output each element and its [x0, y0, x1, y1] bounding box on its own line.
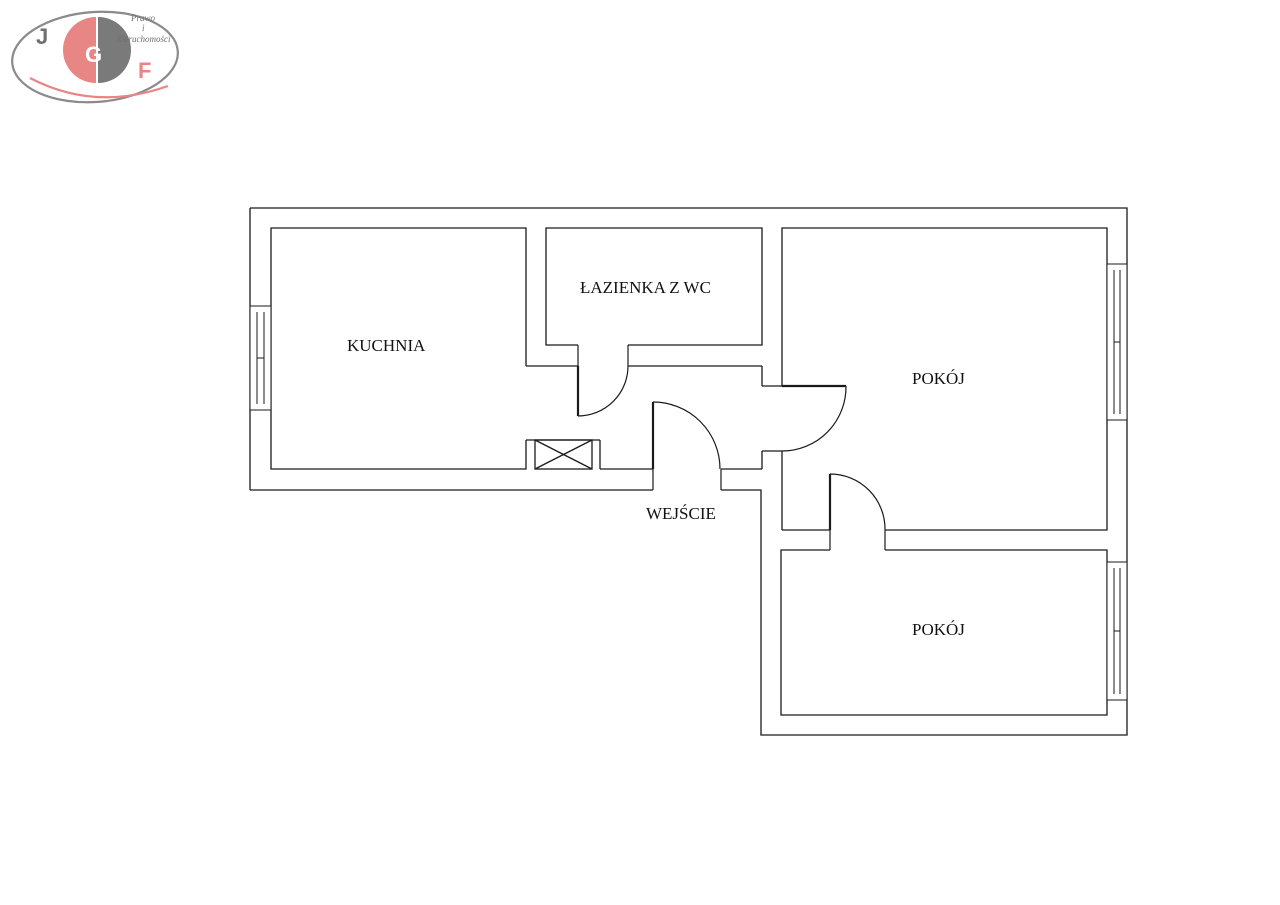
door-bathroom-icon — [576, 345, 629, 417]
label-bathroom: ŁAZIENKA Z WC — [580, 278, 711, 297]
room2-wall — [780, 549, 1108, 716]
door-room2-icon — [828, 473, 886, 550]
logo-letter-f: F — [138, 58, 151, 83]
door-room1-icon — [762, 384, 847, 452]
window-kitchen — [249, 305, 272, 411]
doors — [576, 345, 886, 550]
label-kitchen: KUCHNIA — [347, 336, 426, 355]
label-room1: POKÓJ — [912, 369, 965, 388]
windows — [249, 263, 1128, 701]
room1-wall — [781, 227, 1108, 531]
vent-shaft-icon — [534, 439, 593, 470]
logo-circle-left-icon — [63, 17, 96, 83]
bathroom-wall — [545, 227, 763, 346]
logo-text-line3: Nieruchomości — [115, 34, 171, 44]
logo-ring-icon — [11, 10, 179, 104]
logo-text-line2: i — [142, 23, 145, 33]
logo-letter-g: G — [85, 42, 102, 67]
label-room2: POKÓJ — [912, 620, 965, 639]
door-entrance-icon — [651, 401, 722, 490]
walls — [249, 207, 1128, 736]
window-room1 — [1106, 263, 1128, 421]
logo-circle-right-icon — [98, 17, 131, 83]
logo-text-line1: Prawo — [130, 13, 156, 23]
label-entrance: WEJŚCIE — [646, 504, 716, 523]
outer-wall — [250, 207, 1128, 736]
logo: J G F Prawo i Nieruchomości — [11, 10, 179, 104]
logo-swoosh-icon — [29, 77, 169, 99]
logo-letter-j: J — [36, 24, 48, 49]
window-room2 — [1106, 561, 1128, 701]
